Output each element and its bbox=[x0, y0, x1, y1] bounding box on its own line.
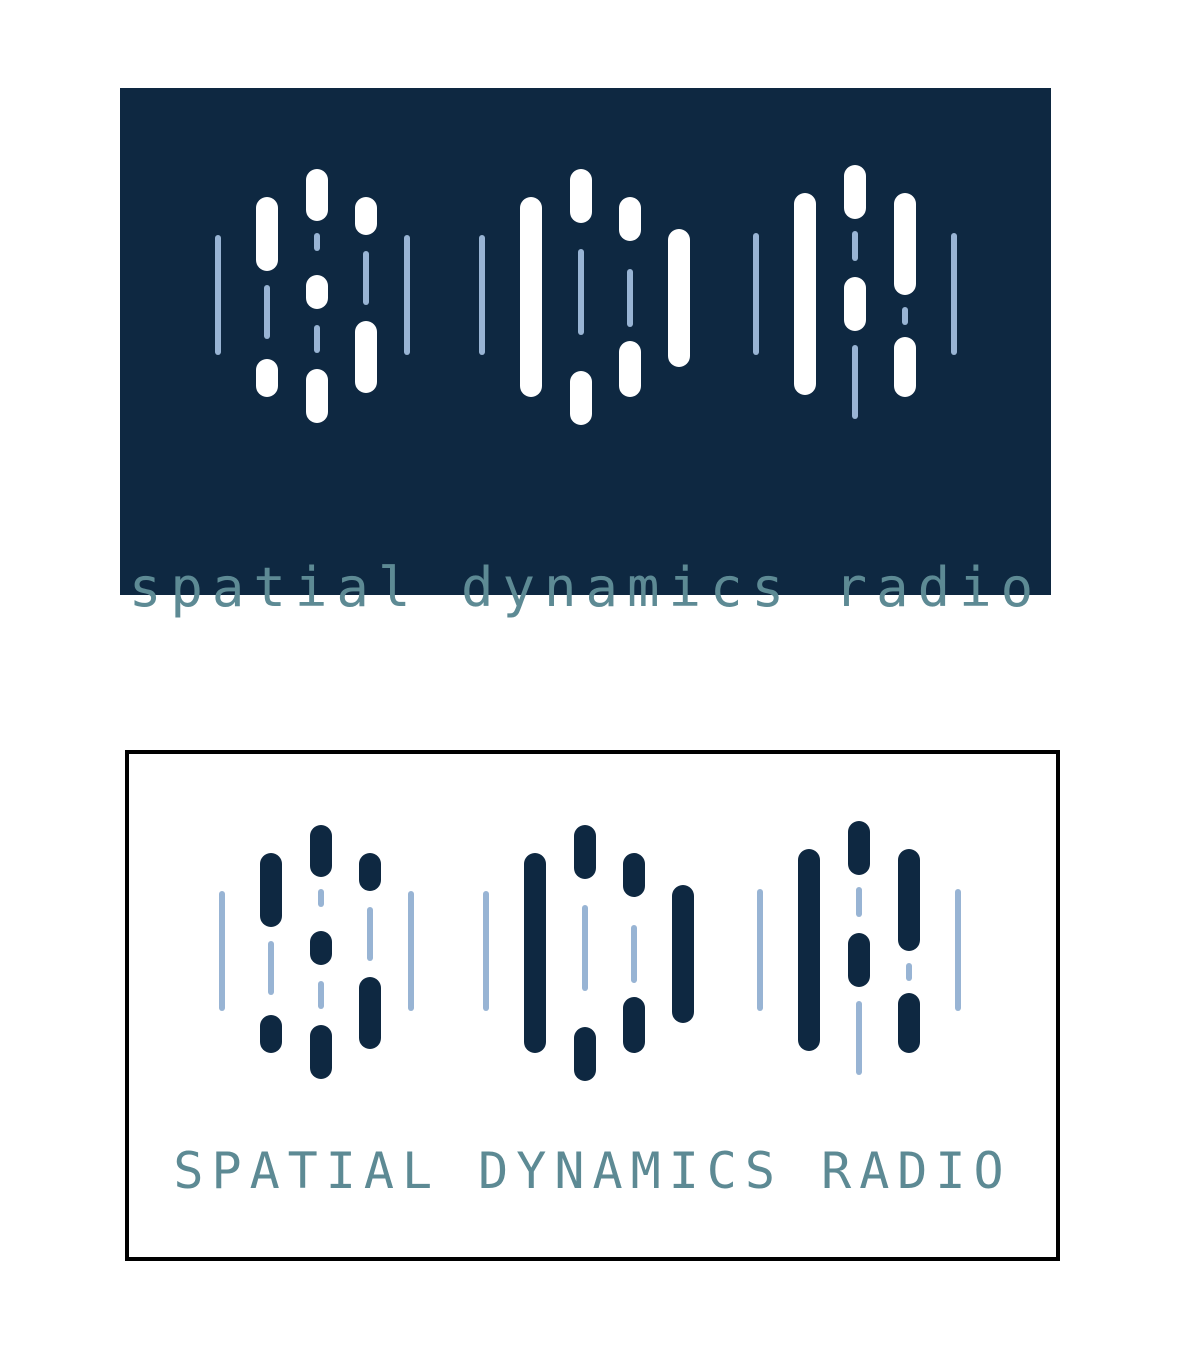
logo-card-light: SPATIAL DYNAMICS RADIO bbox=[125, 750, 1060, 1261]
logo-card-dark: spatial dynamics radio bbox=[120, 88, 1051, 619]
sound-wave-bars-icon bbox=[215, 165, 957, 425]
wordmark-lowercase: spatial dynamics radio bbox=[128, 556, 1043, 619]
sound-wave-bars-icon bbox=[219, 821, 961, 1081]
wordmark-uppercase: SPATIAL DYNAMICS RADIO bbox=[173, 1142, 1012, 1200]
